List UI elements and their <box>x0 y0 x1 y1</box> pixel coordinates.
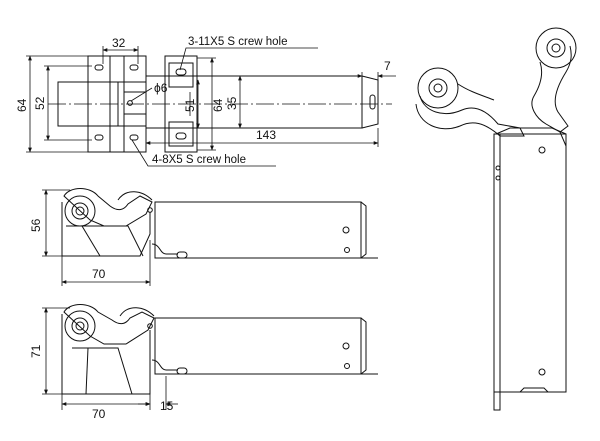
dim-length-143: 143 <box>256 128 276 142</box>
dim-open-offset-15: 15 <box>160 399 174 413</box>
closer-body <box>145 75 363 129</box>
dim-closed-width-70: 70 <box>92 267 106 281</box>
dim-diameter-6: ϕ6 <box>154 81 168 95</box>
closed-body <box>154 201 362 259</box>
open-roller <box>64 310 96 342</box>
dim-51: 51 <box>183 98 197 112</box>
dim-7: 7 <box>384 59 391 73</box>
note-bottom-screw-hole: 4-8X5 S crew hole <box>152 154 246 166</box>
side-closed-dimensions <box>42 189 151 286</box>
dim-width-32: 32 <box>112 36 126 50</box>
top-view <box>48 55 392 153</box>
top-view-dimensions <box>26 46 396 167</box>
vertical-roller-left <box>417 67 459 109</box>
dim-35: 35 <box>225 96 239 110</box>
dim-open-height-71: 71 <box>29 344 43 358</box>
vertical-roller-right <box>535 27 577 69</box>
note-top-screw-hole: 3-11X5 S crew hole <box>188 36 288 48</box>
vertical-view <box>415 27 577 411</box>
side-open-dimensions <box>42 307 178 410</box>
side-view-closed <box>61 188 378 259</box>
dim-64-mid: 64 <box>211 98 225 112</box>
dim-height-64-left: 64 <box>15 98 29 112</box>
dim-open-width-70: 70 <box>92 407 106 421</box>
side-view-open <box>61 304 378 395</box>
vertical-body <box>493 133 567 393</box>
dim-height-52: 52 <box>33 96 47 110</box>
open-body <box>154 317 362 375</box>
dim-closed-height-56: 56 <box>29 218 43 232</box>
closed-roller <box>64 195 96 227</box>
